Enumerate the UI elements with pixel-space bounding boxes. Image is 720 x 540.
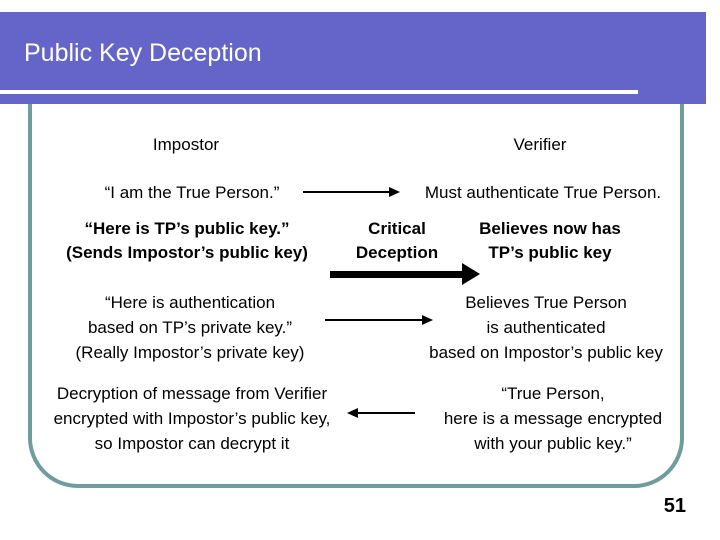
slide-title: Public Key Deception bbox=[24, 39, 262, 67]
row4-verifier-message: “True Person, here is a message encrypte… bbox=[422, 381, 684, 456]
row2-verifier-belief: Believes now has TP’s public key bbox=[462, 217, 638, 265]
row4-verifier-line3: with your public key.” bbox=[474, 434, 632, 453]
row3-impostor-message: “Here is authentication based on TP’s pr… bbox=[60, 290, 320, 365]
row2-verifier-line1: Believes now has bbox=[479, 219, 621, 238]
column-header-impostor: Impostor bbox=[152, 135, 220, 154]
slide-page-number: 51 bbox=[663, 495, 686, 517]
arrowhead-right-icon bbox=[462, 263, 480, 285]
title-banner: Public Key Deception bbox=[0, 12, 706, 104]
row2-impostor-line1: “Here is TP’s public key.” bbox=[84, 219, 290, 238]
row3-verifier-line3: based on Impostor’s public key bbox=[429, 343, 663, 362]
critical-deception-label: Critical Deception bbox=[344, 217, 450, 265]
column-header-verifier: Verifier bbox=[513, 135, 567, 154]
row3-verifier-line2: is authenticated bbox=[486, 318, 606, 337]
arrow-shaft bbox=[330, 271, 462, 278]
row1-impostor-line1: “I am the True Person.” bbox=[104, 183, 280, 202]
row3-impostor-line1: “Here is authentication bbox=[104, 293, 276, 312]
row1-impostor-message: “I am the True Person.” bbox=[59, 180, 325, 205]
row4-impostor-line1: Decryption of message from Verifier bbox=[56, 384, 328, 403]
row2-verifier-line2: TP’s public key bbox=[488, 243, 612, 262]
row2-impostor-message: “Here is TP’s public key.” (Sends Impost… bbox=[54, 217, 320, 265]
arrowhead-left-icon bbox=[347, 408, 358, 418]
row4-impostor-line2: encrypted with Impostor’s public key, bbox=[53, 409, 331, 428]
row2-impostor-line2: (Sends Impostor’s public key) bbox=[66, 243, 308, 262]
row4-impostor-line3: so Impostor can decrypt it bbox=[94, 434, 290, 453]
arrowhead-right-icon bbox=[422, 315, 433, 325]
row1-verifier-response: Must authenticate True Person. bbox=[403, 180, 683, 205]
row3-verifier-line1: Believes True Person bbox=[465, 293, 627, 312]
critical-deception-line2: Deception bbox=[355, 243, 439, 262]
arrow-shaft bbox=[303, 191, 391, 193]
row3-impostor-line3: (Really Impostor’s private key) bbox=[75, 343, 305, 362]
arrow-shaft bbox=[325, 319, 424, 321]
arrow-shaft bbox=[357, 412, 415, 414]
row4-verifier-line2: here is a message encrypted bbox=[443, 409, 663, 428]
title-underline bbox=[0, 90, 638, 94]
row1-verifier-line1: Must authenticate True Person. bbox=[424, 183, 662, 202]
row4-verifier-line1: “True Person, bbox=[501, 384, 605, 403]
row4-impostor-action: Decryption of message from Verifier encr… bbox=[33, 381, 351, 456]
arrowhead-right-icon bbox=[389, 187, 400, 197]
critical-deception-line1: Critical bbox=[368, 219, 426, 238]
row3-verifier-belief: Believes True Person is authenticated ba… bbox=[410, 290, 682, 365]
row3-impostor-line2: based on TP’s private key.” bbox=[87, 318, 293, 337]
